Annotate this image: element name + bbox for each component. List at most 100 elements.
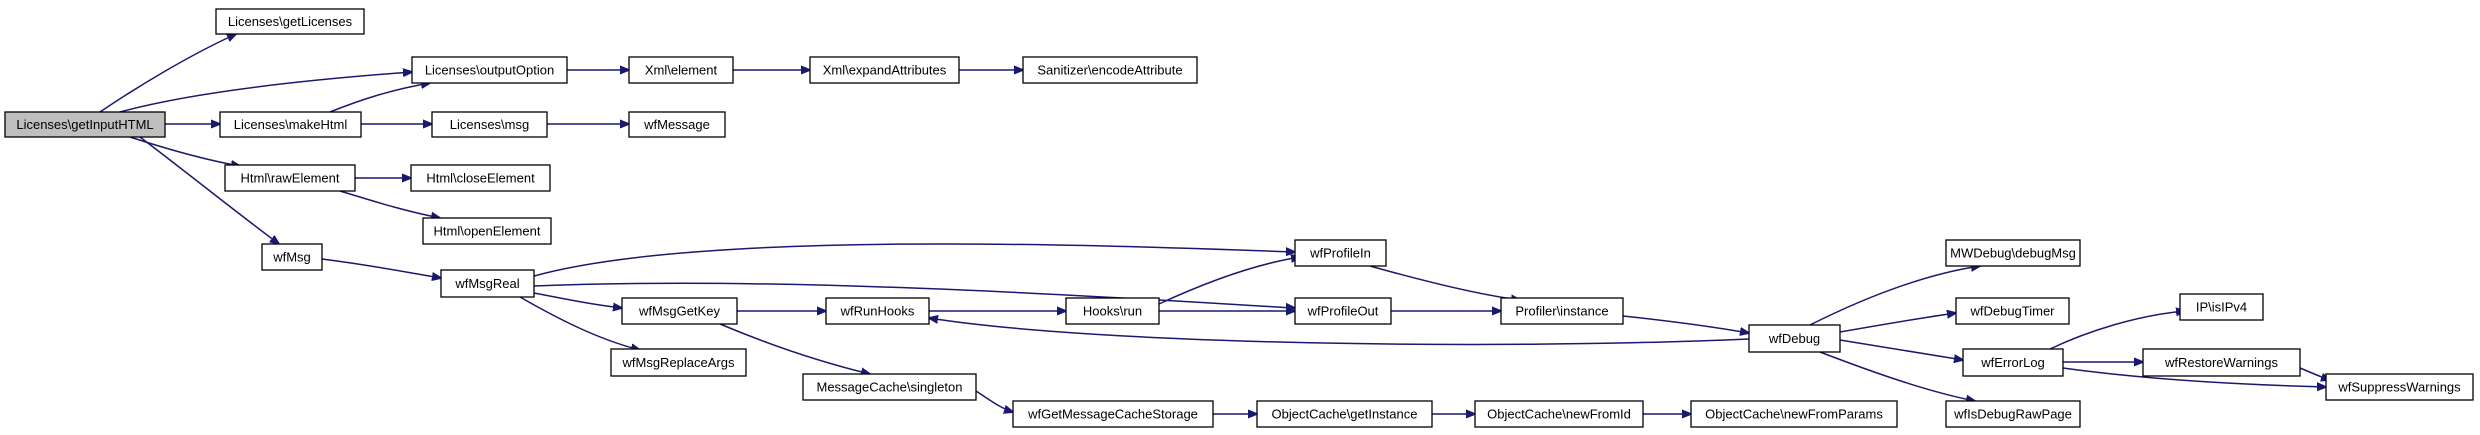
- node-label: wfGetMessageCacheStorage: [1027, 407, 1198, 422]
- edge-wferrorlog-to-wfsuppresswarnings: [2062, 367, 2326, 387]
- node-objectcachegetinstance[interactable]: ObjectCache\getInstance: [1256, 400, 1433, 428]
- edge-wfmsg-to-wfmsgreal: [321, 258, 441, 278]
- node-label: wfProfileOut: [1307, 304, 1379, 319]
- node-label: Html\rawElement: [241, 171, 340, 186]
- node-label: ObjectCache\getInstance: [1272, 407, 1418, 422]
- edge-getinputhtml-to-outputoption: [119, 72, 412, 113]
- node-wfdebug[interactable]: wfDebug: [1748, 324, 1841, 353]
- node-box: [2179, 293, 2264, 321]
- node-messagecachesingleton[interactable]: MessageCache\singleton: [802, 373, 977, 401]
- node-box: [1748, 324, 1841, 353]
- edge-wfdebug-to-wfrunhooks: [929, 318, 1750, 346]
- node-box: [1256, 400, 1433, 428]
- node-box: [215, 8, 365, 35]
- node-wfmsgreal[interactable]: wfMsgReal: [440, 269, 535, 298]
- node-wfmsgreplaceargs[interactable]: wfMsgReplaceArgs: [610, 348, 747, 377]
- node-box: [621, 297, 738, 325]
- node-outputoption[interactable]: Licenses\outputOption: [411, 56, 568, 84]
- edge-messagecachesingleton-to-wfgetmessagecachestorage: [975, 390, 1013, 412]
- node-label: Licenses\makeHtml: [234, 117, 348, 132]
- node-wfrestorewarnings[interactable]: wfRestoreWarnings: [2142, 348, 2301, 377]
- node-label: Sanitizer\encodeAttribute: [1037, 63, 1182, 78]
- node-box: [1012, 400, 1214, 428]
- node-box: [2142, 348, 2301, 377]
- node-wfprofileout[interactable]: wfProfileOut: [1294, 297, 1392, 325]
- node-hooksrun[interactable]: Hooks\run: [1065, 297, 1160, 325]
- node-wfgetmessagecachestorage[interactable]: wfGetMessageCacheStorage: [1012, 400, 1214, 428]
- node-licensesmsg[interactable]: Licenses\msg: [431, 111, 548, 138]
- node-box: [610, 348, 747, 377]
- node-encodeattribute[interactable]: Sanitizer\encodeAttribute: [1022, 56, 1198, 84]
- node-box: [224, 164, 356, 192]
- node-label: wfRestoreWarnings: [2164, 355, 2278, 370]
- node-wfmsg[interactable]: wfMsg: [261, 243, 323, 271]
- node-label: Html\openElement: [434, 224, 541, 239]
- edge-getinputhtml-to-wfmsg: [139, 136, 279, 244]
- node-box: [1474, 400, 1644, 428]
- node-isipv4[interactable]: IP\isIPv4: [2179, 293, 2264, 321]
- node-box: [422, 217, 552, 245]
- node-makehtml[interactable]: Licenses\makeHtml: [219, 111, 362, 138]
- edge-wfmsgreal-to-wfmsgreplaceargs: [519, 296, 640, 350]
- node-box: [2325, 373, 2474, 401]
- edge-getinputhtml-to-getlicenses: [99, 34, 236, 113]
- node-box: [1945, 239, 2081, 267]
- node-box: [628, 111, 726, 138]
- node-label: ObjectCache\newFromParams: [1705, 407, 1883, 422]
- edge-makehtml-to-outputoption: [329, 83, 430, 113]
- node-wfprofilein[interactable]: wfProfileIn: [1294, 239, 1387, 267]
- node-label: wfSuppressWarnings: [2337, 380, 2461, 395]
- node-box: [410, 164, 551, 192]
- node-label: wfMsgReal: [454, 276, 519, 291]
- node-label: Xml\expandAttributes: [823, 63, 947, 78]
- node-profilerinstance[interactable]: Profiler\instance: [1500, 297, 1624, 325]
- node-label: ObjectCache\newFromId: [1487, 407, 1631, 422]
- node-closeelement[interactable]: Html\closeElement: [410, 164, 551, 192]
- node-box: [628, 56, 734, 84]
- node-openelement[interactable]: Html\openElement: [422, 217, 552, 245]
- node-mwdebugmsg[interactable]: MWDebug\debugMsg: [1945, 239, 2081, 267]
- node-wfsuppresswarnings[interactable]: wfSuppressWarnings: [2325, 373, 2474, 401]
- edge-wferrorlog-to-isipv4: [2049, 311, 2185, 350]
- edge-wfprofilein-to-profilerinstance: [1369, 265, 1520, 300]
- edge-wfdebug-to-wfisdebugrawpage: [1819, 351, 1975, 401]
- node-label: wfIsDebugRawPage: [1953, 407, 2072, 422]
- node-wfmsggetkey[interactable]: wfMsgGetKey: [621, 297, 738, 325]
- node-box: [1500, 297, 1624, 325]
- node-label: wfMessage: [643, 117, 710, 132]
- node-getinputhtml[interactable]: Licenses\getInputHTML: [4, 111, 166, 138]
- edge-rawelement-to-openelement: [339, 190, 440, 218]
- node-label: wfMsg: [272, 250, 311, 265]
- node-label: Xml\element: [645, 63, 718, 78]
- node-box: [1294, 297, 1392, 325]
- edge-wfdebug-to-mwdebugmsg: [1809, 266, 1980, 326]
- node-box: [219, 111, 362, 138]
- node-rawelement[interactable]: Html\rawElement: [224, 164, 356, 192]
- nodes-layer: Licenses\getInputHTML Licenses\getLicense…: [4, 8, 2474, 428]
- node-getlicenses[interactable]: Licenses\getLicenses: [215, 8, 365, 35]
- node-label: wfMsgReplaceArgs: [622, 355, 735, 370]
- edge-wfmsgreal-to-wfprofilein: [533, 243, 1295, 277]
- node-wfisdebugrawpage[interactable]: wfIsDebugRawPage: [1945, 400, 2081, 428]
- node-box: [1065, 297, 1160, 325]
- node-xmlelement[interactable]: Xml\element: [628, 56, 734, 84]
- node-wferrorlog[interactable]: wfErrorLog: [1962, 348, 2064, 377]
- edge-wfmsgreal-to-wfmsggetkey: [533, 292, 622, 308]
- edge-wfmsggetkey-to-messagecachesingleton: [719, 323, 870, 374]
- edges-layer: [99, 34, 2330, 414]
- node-label: Licenses\outputOption: [425, 63, 554, 78]
- node-label: MessageCache\singleton: [817, 380, 963, 395]
- node-wfdebugtimer[interactable]: wfDebugTimer: [1955, 297, 2070, 325]
- edge-wfmsgreal-to-wfprofileout: [533, 282, 1295, 308]
- node-box: [1022, 56, 1198, 84]
- edge-wfdebug-to-wferrorlog: [1839, 339, 1963, 360]
- node-wfmessage[interactable]: wfMessage: [628, 111, 726, 138]
- node-objectcachenewfromparams[interactable]: ObjectCache\newFromParams: [1690, 400, 1898, 428]
- node-objectcachenewfromid[interactable]: ObjectCache\newFromId: [1474, 400, 1644, 428]
- node-label: Hooks\run: [1083, 304, 1142, 319]
- node-label: Licenses\msg: [450, 117, 529, 132]
- node-box: [261, 243, 323, 271]
- node-expandattributes[interactable]: Xml\expandAttributes: [809, 56, 960, 84]
- node-wfrunhooks[interactable]: wfRunHooks: [825, 297, 930, 325]
